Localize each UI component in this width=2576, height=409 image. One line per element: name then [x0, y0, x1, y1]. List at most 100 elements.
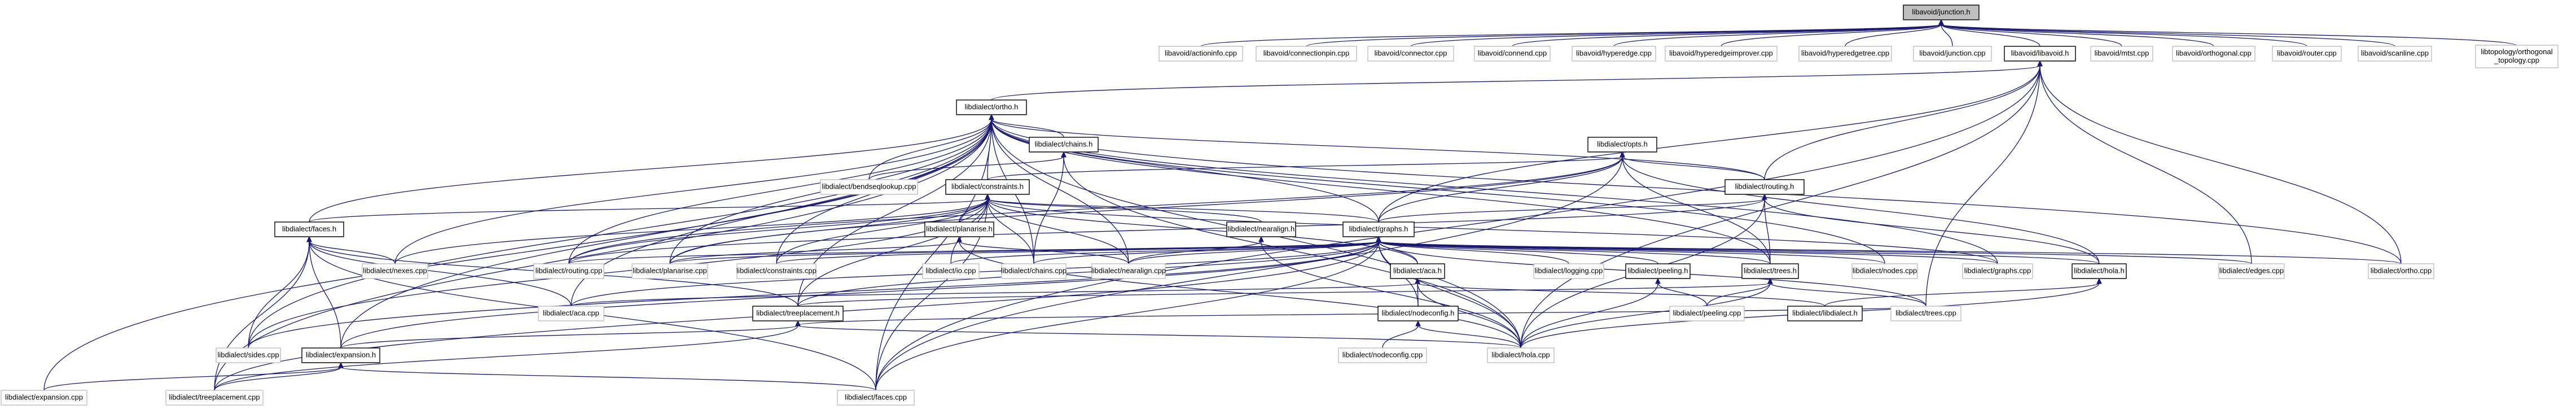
graph-node-orthogonal-topology-cpp[interactable]: libtopology/orthogonal_topology.cpp	[2475, 45, 2559, 68]
graph-node-nodeconfig-cpp[interactable]: libdialect/nodeconfig.cpp	[1338, 347, 1427, 363]
graph-node-peeling-cpp[interactable]: libdialect/peeling.cpp	[1669, 306, 1745, 321]
graph-node-trees-h[interactable]: libdialect/trees.h	[1741, 263, 1799, 279]
graph-node-connector-cpp[interactable]: libavoid/connector.cpp	[1367, 46, 1454, 62]
graph-node-graphs-h[interactable]: libdialect/graphs.h	[1342, 221, 1415, 237]
arrowhead-icon	[2037, 60, 2043, 67]
graph-node-libavoid-h[interactable]: libavoid/libavoid.h	[2004, 46, 2076, 62]
node-box	[924, 221, 994, 237]
graph-node-chains-cpp[interactable]: libdialect/chains.cpp	[1001, 263, 1067, 279]
graph-node-connectionpin-cpp[interactable]: libavoid/connectionpin.cpp	[1256, 46, 1357, 62]
graph-node-ortho-h[interactable]: libdialect/ortho.h	[956, 99, 1027, 115]
graph-node-aca-cpp[interactable]: libdialect/aca.cpp	[538, 306, 604, 321]
graph-node-peeling-h[interactable]: libdialect/peeling.h	[1625, 263, 1691, 279]
graph-node-faces-h[interactable]: libdialect/faces.h	[274, 221, 344, 237]
graph-node-nodes-cpp[interactable]: libdialect/nodes.cpp	[1851, 263, 1918, 279]
node-label: libdialect/hola.cpp	[1491, 350, 1550, 359]
graph-node-actioninfo-cpp[interactable]: libavoid/actioninfo.cpp	[1158, 46, 1243, 62]
graph-node-nexes-cpp[interactable]: libdialect/nexes.cpp	[362, 263, 428, 279]
graph-node-router-cpp[interactable]: libavoid/router.cpp	[2272, 46, 2342, 62]
dependency-edge	[1378, 241, 2252, 264]
dependency-edge	[797, 198, 988, 307]
graph-node-expansion-h[interactable]: libdialect/expansion.h	[301, 347, 380, 363]
dependency-edge	[1520, 65, 2040, 349]
graph-node-hyperedge-cpp[interactable]: libavoid/hyperedge.cpp	[1572, 46, 1656, 62]
node-box	[922, 263, 980, 279]
graph-node-junction-h[interactable]: libavoid/junction.h	[1903, 5, 1980, 20]
dependency-edge	[568, 241, 1379, 264]
graph-node-expansion-cpp[interactable]: libdialect/expansion.cpp	[1, 390, 87, 406]
node-label: libdialect/trees.h	[1744, 266, 1797, 275]
node-label: libdialect/routing.cpp	[536, 266, 603, 275]
graph-node-opts-h[interactable]: libdialect/opts.h	[1587, 137, 1657, 153]
dependency-edge	[669, 241, 960, 264]
graph-node-chains-h[interactable]: libdialect/chains.h	[1029, 137, 1099, 153]
dependency-edge	[214, 119, 992, 391]
dependency-edge	[394, 119, 992, 264]
graph-node-routing-cpp[interactable]: libdialect/routing.cpp	[533, 263, 604, 279]
graph-node-logging-cpp[interactable]: libdialect/logging.cpp	[1533, 263, 1604, 279]
node-label: libdialect/constraints.cpp	[736, 266, 817, 275]
graph-node-constraints-cpp[interactable]: libdialect/constraints.cpp	[736, 263, 817, 279]
dependency-edge	[1622, 156, 1765, 180]
graph-node-connend-cpp[interactable]: libavoid/connend.cpp	[1474, 46, 1551, 62]
dependency-edge	[1941, 24, 2517, 46]
graph-node-scanline-cpp[interactable]: libavoid/scanline.cpp	[2358, 46, 2432, 62]
node-box	[1587, 137, 1657, 153]
node-box	[301, 347, 380, 363]
node-box	[1665, 46, 1778, 62]
arrowhead-icon	[1938, 19, 1944, 25]
graph-node-constraints-h[interactable]: libdialect/constraints.h	[945, 179, 1030, 195]
dependency-edge	[669, 198, 988, 264]
dependency-edge	[1941, 24, 2122, 47]
graph-node-sides-cpp[interactable]: libdialect/sides.cpp	[216, 347, 281, 363]
node-label: libdialect/nearalign.h	[1228, 224, 1295, 233]
dependency-edge	[991, 119, 1998, 264]
graph-node-orthogonal-cpp[interactable]: libavoid/orthogonal.cpp	[2172, 46, 2255, 62]
dependency-edge	[1613, 24, 1942, 47]
graph-node-graphs-cpp[interactable]: libdialect/graphs.cpp	[1962, 263, 2033, 279]
node-label: libavoid/hyperedgetree.cpp	[1801, 49, 1889, 57]
dependency-edge	[797, 306, 1926, 326]
graph-node-libdialect-h[interactable]: libdialect/libdialect.h	[1787, 306, 1863, 321]
arrowhead-icon	[1762, 193, 1767, 200]
graph-node-trees-cpp[interactable]: libdialect/trees.cpp	[1890, 306, 1961, 321]
arrowhead-icon	[1061, 151, 1067, 158]
graph-node-aca-h[interactable]: libdialect/aca.h	[1390, 263, 1445, 279]
graph-node-hola-cpp[interactable]: libdialect/hola.cpp	[1487, 347, 1555, 363]
graph-node-io-cpp[interactable]: libdialect/io.cpp	[922, 263, 980, 279]
node-label: libdialect/nodeconfig.h	[1382, 308, 1455, 317]
node-label: libavoid/orthogonal.cpp	[2176, 49, 2252, 57]
graph-node-nearalign-cpp[interactable]: libdialect/nearalign.cpp	[1091, 263, 1166, 279]
dependency-edge	[2039, 65, 2252, 264]
graph-node-treeplacement-h[interactable]: libdialect/treeplacement.h	[752, 306, 844, 321]
dependency-edge	[1063, 156, 1521, 349]
graph-node-hola-h[interactable]: libdialect/hola.h	[2072, 263, 2127, 279]
node-box	[1487, 347, 1555, 363]
node-box	[1, 390, 87, 406]
graph-node-planarise-cpp[interactable]: libdialect/planarise.cpp	[631, 263, 708, 279]
graph-node-junction-cpp[interactable]: libavoid/junction.cpp	[1913, 46, 1992, 62]
node-label: libavoid/junction.cpp	[1919, 49, 1985, 57]
arrowhead-icon	[1415, 320, 1421, 327]
graph-node-planarise-h[interactable]: libdialect/planarise.h	[924, 221, 994, 237]
graph-node-treeplacement-cpp[interactable]: libdialect/treeplacement.cpp	[165, 390, 264, 406]
graph-node-nodeconfig-h[interactable]: libdialect/nodeconfig.h	[1377, 306, 1459, 321]
dependency-edge	[1520, 282, 1658, 349]
dependency-edge	[1382, 325, 1419, 349]
graph-node-mtst-cpp[interactable]: libavoid/mtst.cpp	[2090, 46, 2153, 62]
node-box	[362, 263, 428, 279]
graph-node-hyperedgeimprover-cpp[interactable]: libavoid/hyperedgeimprover.cpp	[1665, 46, 1778, 62]
graph-node-ortho-cpp[interactable]: libdialect/ortho.cpp	[2368, 263, 2434, 279]
dependency-edge	[1520, 282, 1771, 349]
graph-node-edges-cpp[interactable]: libdialect/edges.cpp	[2218, 263, 2285, 279]
graph-node-bendseqlookup-cpp[interactable]: libdialect/bendseqlookup.cpp	[820, 179, 918, 195]
node-label: libavoid/scanline.cpp	[2361, 49, 2429, 57]
dependency-edge	[571, 282, 1418, 307]
dependency-edge	[568, 156, 1623, 264]
graph-node-faces-cpp[interactable]: libdialect/faces.cpp	[837, 390, 915, 406]
dependency-edge	[248, 119, 992, 349]
graph-node-routing-h[interactable]: libdialect/routing.h	[1724, 179, 1805, 195]
graph-node-hyperedgetree-cpp[interactable]: libavoid/hyperedgetree.cpp	[1798, 46, 1892, 62]
graph-node-nearalign-h[interactable]: libdialect/nearalign.h	[1226, 221, 1296, 237]
node-label: libdialect/opts.h	[1597, 140, 1648, 148]
